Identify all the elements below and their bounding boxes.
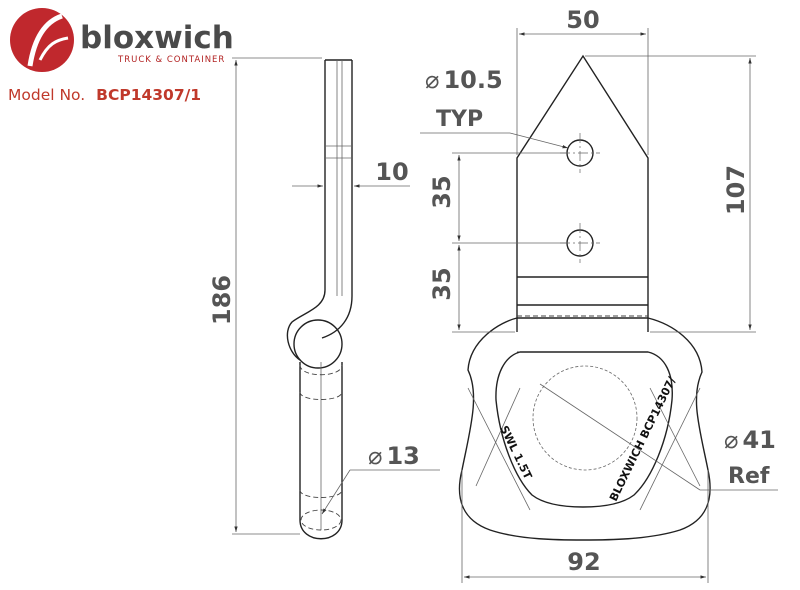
logo-badge <box>10 8 74 72</box>
dim-inner-ref: Ref <box>728 464 770 489</box>
model-prefix: Model No. <box>8 86 85 104</box>
model-number: BCP14307/1 <box>96 86 201 104</box>
dim-35-35: 35 35 <box>428 152 567 333</box>
dim-ring-diameter-value: 13 <box>386 442 419 470</box>
company-tagline: TRUCK & CONTAINER <box>117 55 225 65</box>
dim-plate-height: 107 <box>722 165 750 215</box>
model-number-line: Model No. BCP14307/1 <box>8 86 201 104</box>
dim-107: 107 <box>585 55 756 333</box>
dim-92: 92 <box>461 470 709 583</box>
dim-hole-diameter: ⌀10.5 <box>425 66 503 94</box>
dim-hole-diameter-value: 10.5 <box>443 66 502 94</box>
dim-inner-diameter-value: 41 <box>742 426 775 454</box>
dim-41: ⌀41 Ref <box>539 383 778 491</box>
dim-thickness: 10 <box>375 158 408 186</box>
dim-ring-diameter: ⌀13 <box>368 442 420 470</box>
dim-13: ⌀13 <box>321 442 440 515</box>
d-ring-inner <box>495 351 673 508</box>
dim-inner-diameter: ⌀41 <box>724 426 776 454</box>
diameter-symbol: ⌀ <box>368 442 382 470</box>
diameter-symbol-hole: ⌀ <box>425 66 439 94</box>
dim-10: 10 <box>292 158 410 188</box>
dim-50: 50 <box>516 6 649 155</box>
company-logo: bloxwich TRUCK & CONTAINER <box>10 8 234 72</box>
diameter-symbol-inner: ⌀ <box>724 426 738 454</box>
company-name: bloxwich <box>80 20 234 56</box>
dim-top-width: 50 <box>566 6 599 34</box>
dim-hole-typ: TYP <box>436 107 483 132</box>
dim-186: 186 <box>208 57 322 535</box>
dim-overall-width: 92 <box>567 548 600 576</box>
inner-diameter-circle <box>532 365 638 471</box>
dim-10-5: ⌀10.5 TYP <box>420 66 569 149</box>
side-view <box>286 59 353 540</box>
d-ring-outer <box>458 317 711 541</box>
front-view: SWL 1.5T BLOXWICH BCP14307/ <box>458 54 711 541</box>
dim-lower-spacing: 35 <box>428 267 456 300</box>
dim-total-height: 186 <box>208 275 236 325</box>
dim-upper-spacing: 35 <box>428 175 456 208</box>
